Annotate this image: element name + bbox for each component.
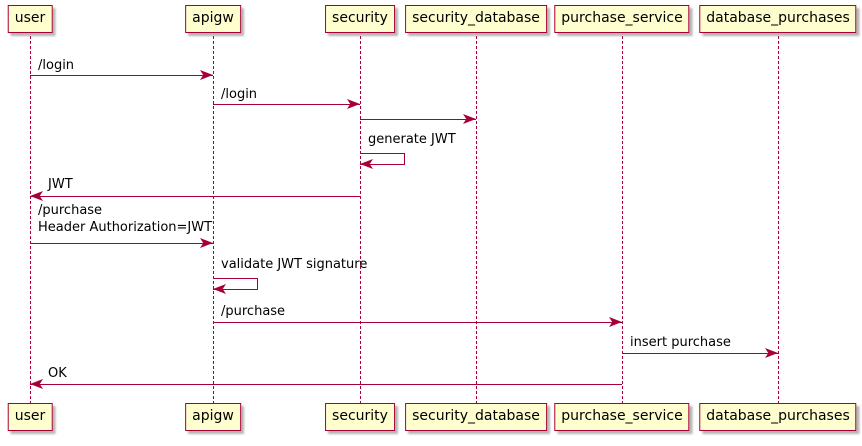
participant-security-database-top: security_database	[405, 5, 547, 33]
message-label: /login	[38, 58, 75, 73]
participant-security-bottom: security	[325, 403, 395, 431]
participant-apigw-bottom: apigw	[185, 403, 241, 431]
participant-database-purchases-top: database_purchases	[699, 5, 857, 33]
lifeline-user	[29, 36, 31, 404]
participant-apigw-top: apigw	[185, 5, 241, 33]
message-label-line-2: Header Authorization=JWT	[38, 220, 213, 235]
arrowhead-right-icon	[347, 99, 360, 109]
arrowhead-left-icon	[30, 379, 43, 389]
message-label: insert purchase	[630, 335, 731, 350]
arrow-line	[30, 243, 213, 244]
self-arrow-bottom-line	[360, 164, 405, 165]
message-label: JWT	[48, 177, 73, 192]
lifeline-apigw	[212, 36, 214, 404]
arrowhead-left-icon	[213, 284, 226, 294]
arrowhead-right-icon	[200, 70, 213, 80]
message-label: validate JWT signature	[221, 257, 368, 272]
participant-user-top: user	[7, 5, 53, 33]
arrowhead-left-icon	[360, 159, 373, 169]
message-label-line-1: /purchase	[38, 203, 103, 218]
arrowhead-right-icon	[765, 348, 778, 358]
self-arrow-top-line	[360, 153, 405, 154]
participant-database-purchases-bottom: database_purchases	[699, 403, 857, 431]
lifeline-security	[359, 36, 361, 404]
lifeline-security-database	[475, 36, 477, 404]
self-arrow-bottom-line	[213, 289, 258, 290]
arrowhead-left-icon	[30, 191, 43, 201]
participant-user-bottom: user	[7, 403, 53, 431]
message-label: /login	[221, 87, 258, 102]
self-arrow-side-line	[404, 153, 405, 164]
arrow-line	[30, 384, 622, 385]
arrow-line	[30, 75, 213, 76]
arrow-line	[360, 119, 476, 120]
message-label: generate JWT	[368, 132, 456, 147]
participant-security-database-bottom: security_database	[405, 403, 547, 431]
participant-purchase-service-top: purchase_service	[554, 5, 690, 33]
lifeline-purchase-service	[621, 36, 623, 404]
message-label: OK	[48, 366, 67, 381]
arrow-line	[30, 196, 360, 197]
arrowhead-right-icon	[200, 238, 213, 248]
self-arrow-top-line	[213, 278, 258, 279]
self-arrow-side-line	[257, 278, 258, 289]
participant-security-top: security	[325, 5, 395, 33]
participant-purchase-service-bottom: purchase_service	[554, 403, 690, 431]
arrow-line	[213, 104, 360, 105]
arrow-line	[213, 322, 622, 323]
message-label: /purchase	[221, 304, 286, 319]
arrowhead-right-icon	[463, 114, 476, 124]
arrow-line	[622, 353, 778, 354]
arrowhead-right-icon	[609, 317, 622, 327]
lifeline-database-purchases	[777, 36, 779, 404]
